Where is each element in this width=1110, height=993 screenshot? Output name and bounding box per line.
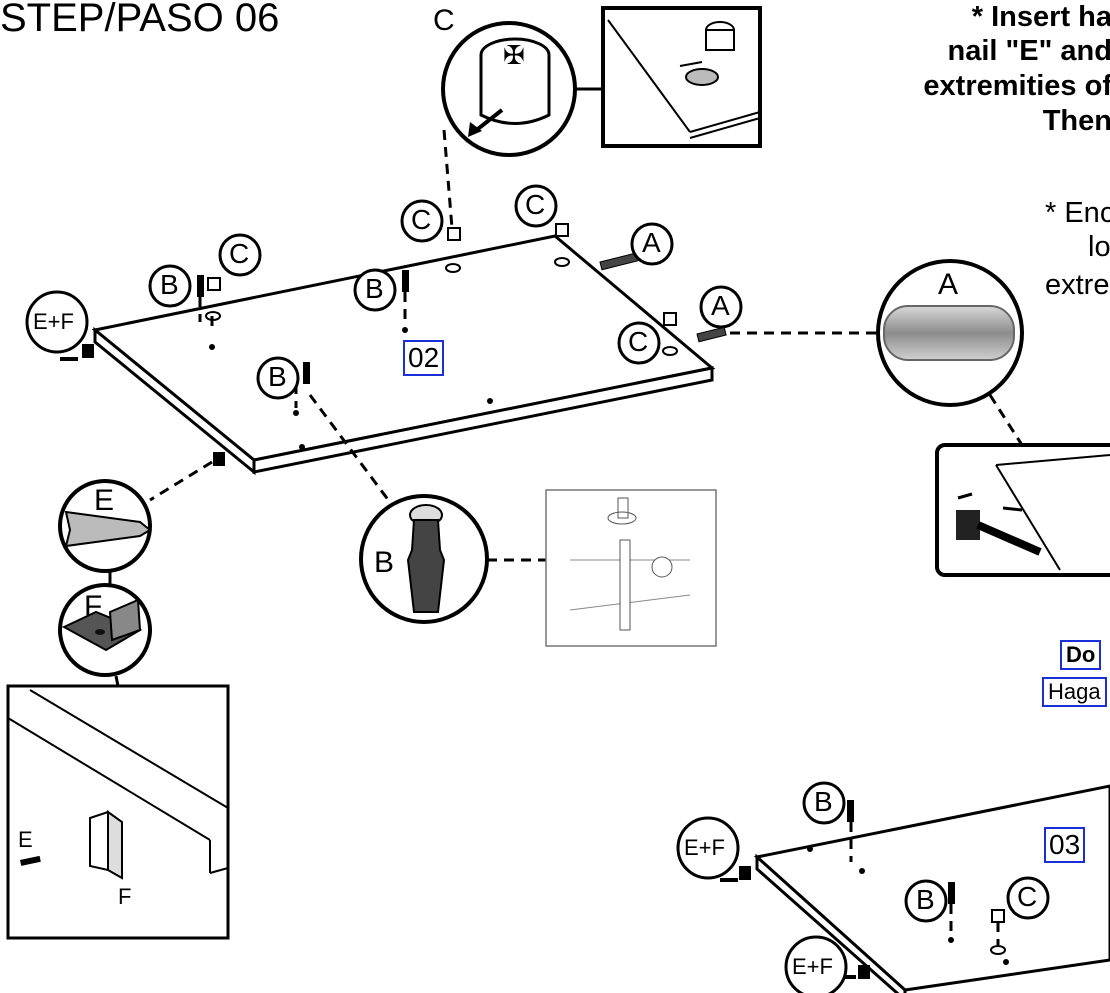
part-c-label-5: C bbox=[1017, 881, 1038, 912]
inset-cam-into-panel bbox=[601, 6, 762, 148]
note-en-line-1: * Insert ha bbox=[971, 1, 1110, 33]
callout-b-magnified bbox=[359, 494, 489, 624]
inset-bolt-install bbox=[545, 489, 717, 647]
inset-bracket-install bbox=[6, 684, 230, 940]
part-c-label-2: C bbox=[525, 189, 546, 220]
dowels-small bbox=[599, 252, 727, 343]
callout-c-magnified: ✠ bbox=[441, 21, 603, 157]
part-a-label-2: A bbox=[711, 290, 730, 321]
callout-f-letter: F bbox=[84, 590, 103, 623]
part-b-label-3: B bbox=[268, 361, 287, 392]
note-es-line-2: lo bbox=[1088, 231, 1110, 263]
part-ef-label-2: E+F bbox=[684, 835, 725, 860]
haga-label: Haga bbox=[1042, 677, 1107, 707]
part-b-label-2: B bbox=[365, 273, 384, 304]
step-title: STEP/PASO 06 bbox=[0, 0, 280, 40]
note-es-line-3: extre bbox=[1045, 269, 1110, 301]
callout-a-letter: A bbox=[938, 268, 959, 301]
note-en-line-4: Then bbox=[1042, 105, 1110, 137]
inset-f-letter: F bbox=[118, 884, 132, 909]
part-c-label-1: C bbox=[411, 204, 432, 235]
panel-02-holes bbox=[209, 327, 493, 450]
part-ef-label-3: E+F bbox=[792, 954, 833, 979]
inset-e-letter: E bbox=[18, 827, 33, 852]
part-b-label-4: B bbox=[814, 786, 833, 817]
part-c-label-3: C bbox=[628, 326, 649, 357]
part-b-label-1: B bbox=[160, 269, 179, 300]
dont-label: Do bbox=[1060, 640, 1102, 670]
inset-dowel-into-panel bbox=[935, 443, 1110, 577]
brackets-small bbox=[60, 344, 870, 979]
callout-e-magnified bbox=[58, 479, 152, 573]
callout-f-magnified bbox=[58, 583, 152, 677]
note-es-line-1: * Enc bbox=[1045, 197, 1110, 229]
panel-03-holes bbox=[807, 846, 1009, 965]
callout-b-letter: B bbox=[374, 546, 395, 579]
part-a-label-1: A bbox=[642, 227, 661, 258]
panel-03-label: 03 bbox=[1044, 827, 1086, 863]
cam-fittings bbox=[205, 223, 1006, 955]
note-en-line-3: extremities of bbox=[923, 70, 1110, 102]
svg-text:✠: ✠ bbox=[503, 41, 525, 71]
callout-a-magnified bbox=[876, 259, 1024, 407]
cam-bolts bbox=[197, 270, 955, 904]
panel-02-label: 02 bbox=[403, 340, 445, 376]
note-en-line-2: nail "E" and bbox=[947, 35, 1110, 67]
part-b-label-5: B bbox=[916, 884, 935, 915]
callout-c-letter: C bbox=[433, 4, 455, 37]
part-c-label-4: C bbox=[229, 238, 250, 269]
callout-e-letter: E bbox=[94, 484, 115, 517]
part-ef-label-1: E+F bbox=[33, 309, 74, 334]
